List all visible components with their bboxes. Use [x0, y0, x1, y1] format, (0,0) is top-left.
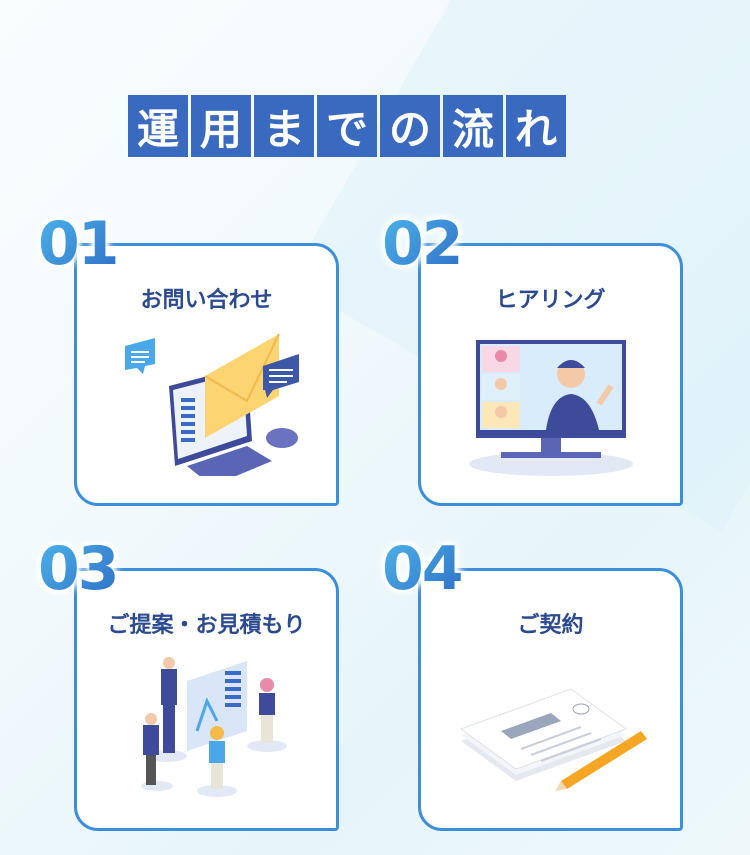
title-char: 流 [443, 95, 503, 157]
contract-document-icon [459, 688, 647, 791]
title-char: ま [254, 95, 314, 157]
title-char: 運 [128, 95, 188, 157]
step-number: 03 [38, 534, 119, 604]
step-number: 04 [382, 534, 463, 604]
email-computer-icon [125, 333, 299, 476]
step-label: ヒアリング [495, 288, 606, 313]
title-char: 用 [191, 95, 251, 157]
step-card-2: ヒアリング [418, 243, 683, 506]
step-card-3: ご提案・お見積もり [74, 568, 339, 831]
title-char: で [317, 95, 377, 157]
title-char: の [380, 95, 440, 157]
title-char: れ [506, 95, 566, 157]
step-label: お問い合わせ [140, 288, 273, 313]
step-label: ご提案・お見積もり [107, 613, 306, 638]
video-meeting-icon [469, 340, 633, 476]
step-number: 02 [382, 209, 463, 279]
step-number: 01 [38, 209, 119, 279]
step-card-4: ご契約 [418, 568, 683, 831]
presentation-team-icon [141, 657, 287, 797]
page-title: 運 用 ま で の 流 れ [128, 95, 566, 157]
step-label: ご契約 [517, 613, 584, 638]
step-card-1: お問い合わせ [74, 243, 339, 506]
